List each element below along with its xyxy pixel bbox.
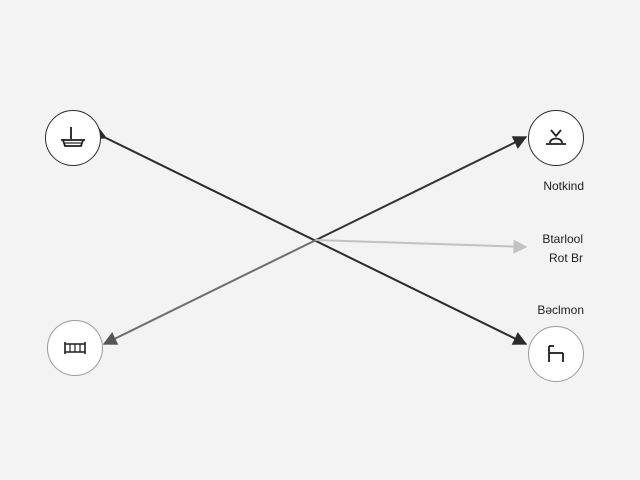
bottom-left-node[interactable] <box>47 320 103 376</box>
top-left-node[interactable] <box>45 110 101 166</box>
label-bottom-right: Bǝclmon <box>537 303 584 317</box>
connector-center-bottomleft <box>102 239 317 345</box>
connector-bottomleft-topright <box>315 136 528 241</box>
person-icon <box>546 129 566 145</box>
label-top-right: Notkind <box>543 179 584 193</box>
bed-icon <box>548 345 564 362</box>
label-mid-right-line2: Rot Br <box>548 251 583 265</box>
label-mid-right-line1: Btarlool <box>542 232 583 246</box>
top-right-node[interactable] <box>528 110 584 166</box>
connector-center-midright <box>315 239 528 254</box>
bottom-right-node[interactable] <box>528 326 584 382</box>
sink-icon <box>61 127 85 147</box>
fence-icon <box>64 342 86 354</box>
